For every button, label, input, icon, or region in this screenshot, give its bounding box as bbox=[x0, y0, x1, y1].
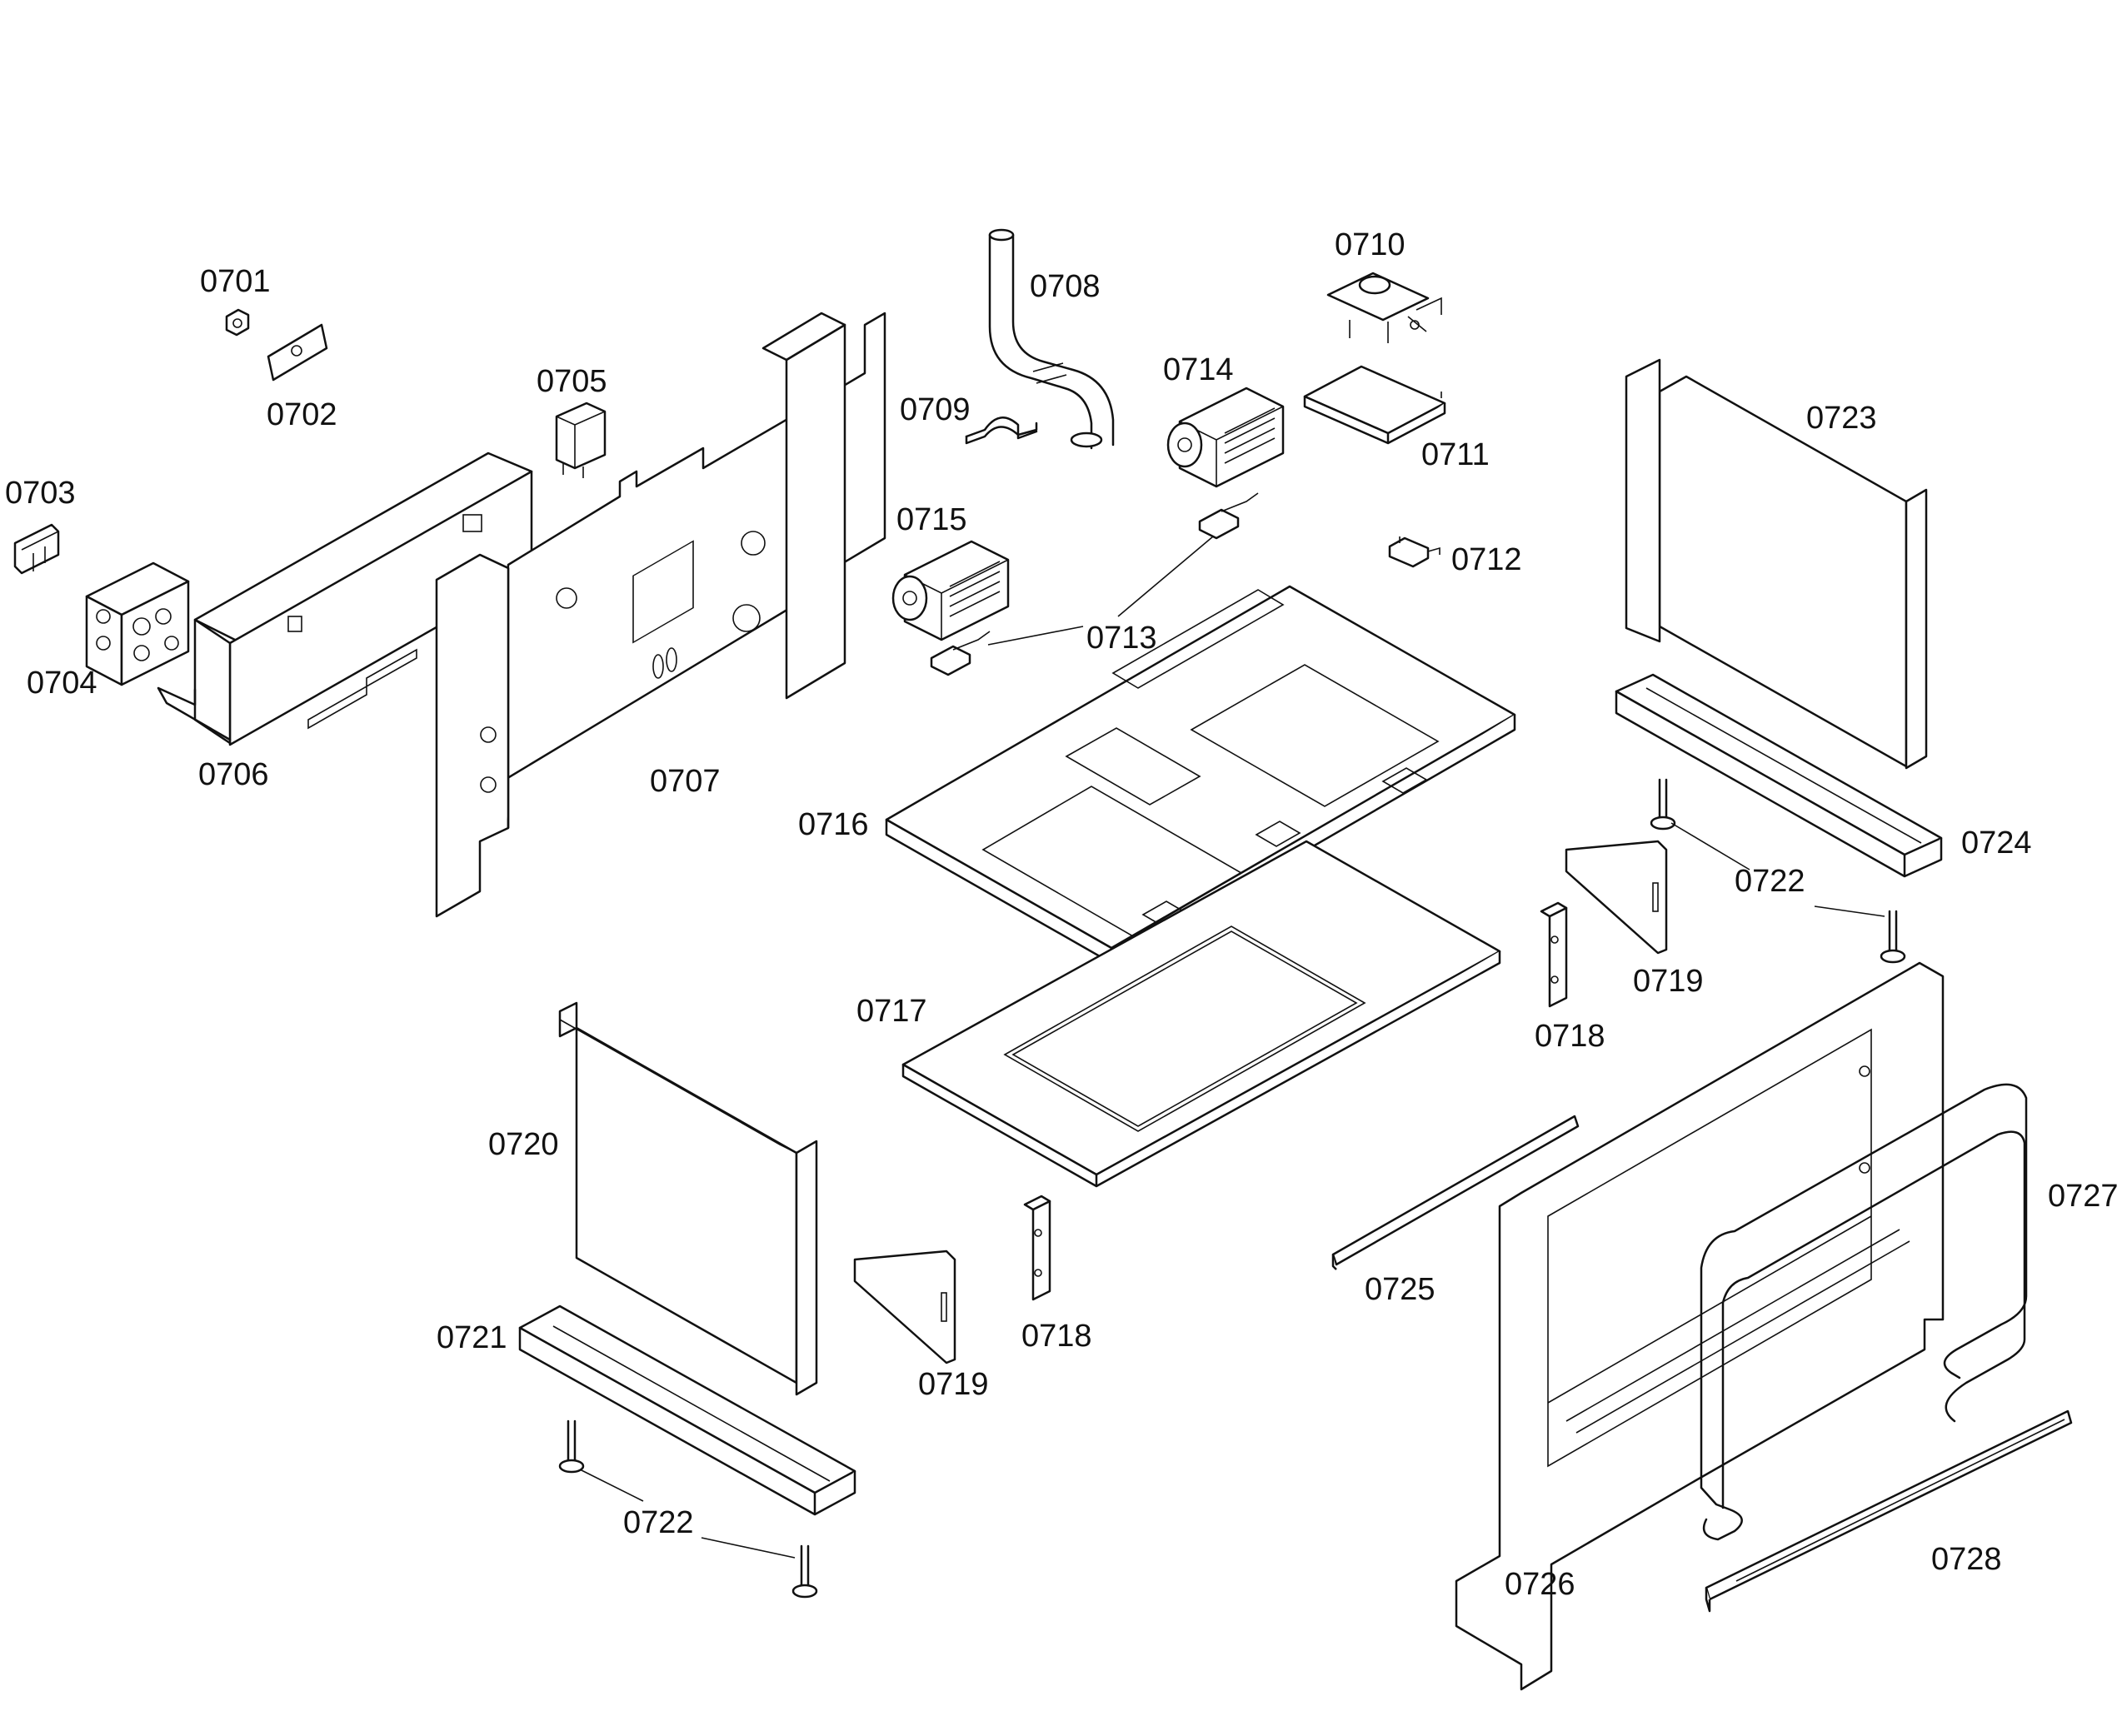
label-0722-lower: 0722 bbox=[623, 1505, 694, 1540]
part-0705 bbox=[555, 402, 607, 478]
label-0707: 0707 bbox=[650, 764, 721, 799]
label-0702: 0702 bbox=[267, 397, 337, 432]
part-0708 bbox=[988, 228, 1115, 450]
part-0713 bbox=[930, 492, 1259, 676]
part-0718-lower bbox=[1023, 1195, 1051, 1301]
label-0705: 0705 bbox=[537, 364, 607, 399]
part-0719-upper bbox=[1565, 840, 1668, 955]
part-0701 bbox=[225, 308, 250, 337]
part-0718-upper bbox=[1540, 901, 1568, 1008]
label-0704: 0704 bbox=[27, 666, 97, 701]
part-0709 bbox=[965, 417, 1038, 445]
part-0725 bbox=[1331, 1115, 1580, 1270]
part-0711 bbox=[1303, 365, 1446, 445]
label-0715: 0715 bbox=[896, 502, 967, 537]
label-0711: 0711 bbox=[1421, 437, 1490, 472]
label-0723: 0723 bbox=[1806, 401, 1877, 436]
part-0728 bbox=[1705, 1409, 2073, 1613]
part-0704 bbox=[85, 561, 190, 686]
part-0714 bbox=[1166, 387, 1285, 488]
label-0726: 0726 bbox=[1505, 1567, 1575, 1602]
part-0722-c bbox=[1650, 778, 1676, 831]
part-0722-d bbox=[1880, 910, 1906, 964]
label-0706: 0706 bbox=[198, 757, 269, 792]
part-labels: 0701 0702 0703 0704 0705 0706 0707 0708 … bbox=[5, 227, 2119, 1602]
label-0727: 0727 bbox=[2048, 1179, 2119, 1214]
part-0724 bbox=[1615, 673, 1943, 878]
label-0724: 0724 bbox=[1961, 826, 2032, 861]
part-0703 bbox=[13, 523, 60, 575]
label-0713: 0713 bbox=[1086, 621, 1157, 656]
part-0717 bbox=[901, 840, 1501, 1188]
label-0703: 0703 bbox=[5, 476, 76, 511]
label-0719-upper: 0719 bbox=[1633, 964, 1704, 999]
label-0717: 0717 bbox=[856, 994, 927, 1029]
label-0701: 0701 bbox=[200, 264, 271, 299]
part-0710 bbox=[1326, 272, 1442, 343]
part-0712 bbox=[1388, 536, 1440, 568]
part-0720 bbox=[558, 1001, 818, 1396]
label-0710: 0710 bbox=[1335, 227, 1406, 262]
part-0707 bbox=[435, 312, 886, 918]
part-0719-lower bbox=[853, 1250, 956, 1364]
part-0723 bbox=[1625, 358, 1928, 770]
part-0726 bbox=[1455, 961, 1945, 1691]
label-0720: 0720 bbox=[488, 1127, 559, 1162]
part-0706 bbox=[157, 451, 533, 746]
part-0727 bbox=[1700, 1083, 2028, 1541]
label-0718-lower: 0718 bbox=[1021, 1319, 1092, 1354]
part-0722-b bbox=[791, 1544, 818, 1599]
leaders-0722 bbox=[579, 822, 1885, 1559]
label-0709: 0709 bbox=[900, 392, 971, 427]
part-0702 bbox=[267, 323, 328, 382]
label-0718-upper: 0718 bbox=[1535, 1019, 1605, 1054]
label-0722-upper: 0722 bbox=[1735, 864, 1805, 899]
part-0715 bbox=[891, 540, 1010, 641]
label-0728: 0728 bbox=[1931, 1542, 2002, 1577]
part-0721 bbox=[518, 1304, 856, 1516]
label-0714: 0714 bbox=[1163, 352, 1234, 387]
label-0725: 0725 bbox=[1365, 1272, 1435, 1307]
label-0721: 0721 bbox=[437, 1320, 507, 1355]
label-0708: 0708 bbox=[1030, 269, 1101, 304]
label-0719-lower: 0719 bbox=[918, 1367, 989, 1402]
label-0712: 0712 bbox=[1451, 542, 1522, 577]
part-0722-a bbox=[558, 1419, 585, 1474]
label-0716: 0716 bbox=[798, 807, 869, 842]
